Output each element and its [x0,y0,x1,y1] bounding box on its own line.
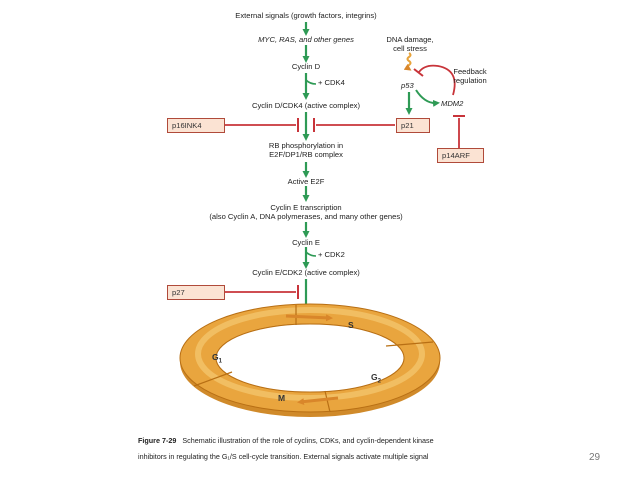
feedback-line1: Feedback [453,67,487,76]
ring-arrow-top [285,314,333,322]
phase-g2-label: G2 [371,372,381,385]
dna-damage-line1: DNA damage, [386,35,434,44]
p53-label: p53 [401,81,414,90]
plus-cdk4-label: + CDK4 [318,78,345,87]
phase-s-label: S [348,320,354,330]
p27-box: p27 [167,285,225,300]
activation-arrows [302,22,317,311]
feedback-line2: regulation [453,76,487,85]
cyclin-e-cdk2-label: Cyclin E/CDK2 (active complex) [252,268,360,277]
phase-g1-label: G1 [212,352,222,365]
ring-arrow-bottom [297,396,339,406]
feedback-inhibition-arc [418,64,456,96]
dna-damage-line2: cell stress [393,44,427,53]
cyclin-d-label: Cyclin D [291,62,321,71]
p14arf-box: p14ARF [437,148,484,163]
figure-label: Figure 7-29 [138,436,177,445]
external-signals-label: External signals (growth factors, integr… [235,11,377,20]
ring-highlight [195,307,425,401]
phase-m-label: M [278,393,286,403]
ring-inner-hole [215,323,405,393]
figure-caption-line2: inhibitors in regulating the G₁/S cell-c… [138,452,429,461]
active-e2f-label: Active E2F [287,177,325,186]
arrow-p53-to-mdm2 [415,89,440,107]
p16ink4-box: p16INK4 [167,118,225,133]
divider-s-g2 [385,341,434,347]
rb-phosphorylation-line1: RB phosphorylation in [268,141,344,150]
page-number: 29 [589,452,601,463]
feedback-inhibition-bar [413,68,424,77]
rb-phosphorylation-line2: E2F/DP1/RB complex [269,150,343,159]
figure-caption-line1: Figure 7-29 Schematic illustration of th… [138,436,434,445]
cyclin-d-cdk4-label: Cyclin D/CDK4 (active complex) [251,101,361,110]
p21-box: p21 [396,118,430,133]
divider-g2-m [324,390,331,413]
cyclin-e-transcription-line1: Cyclin E transcription [270,203,342,212]
myc-ras-label: MYC, RAS, and other genes [258,35,354,44]
cyclin-e-transcription-line2: (also Cyclin A, DNA polymerases, and man… [209,212,403,221]
plus-cdk2-label: + CDK2 [318,250,345,259]
dna-damage-squiggle [403,52,412,71]
divider-m-g1 [193,371,233,387]
mdm2-label: MDM2 [441,99,464,108]
cyclin-e-label: Cyclin E [292,238,320,247]
cell-cycle-ring [179,303,441,417]
arrow-cdk2-join [305,251,317,257]
arrow-cdk4-join [305,79,317,85]
